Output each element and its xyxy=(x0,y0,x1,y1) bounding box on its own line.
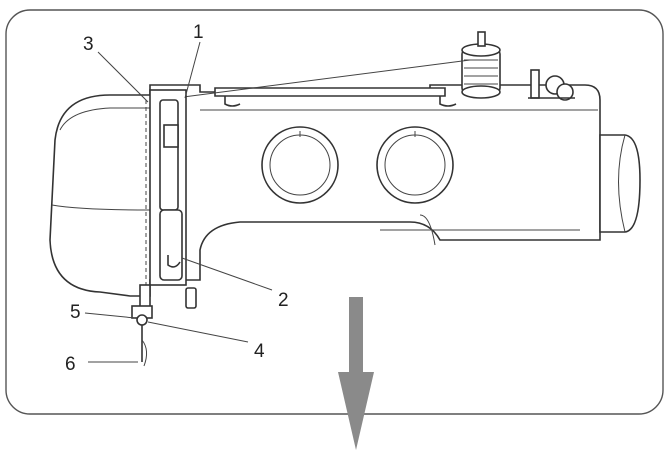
check-spring-hook xyxy=(167,255,181,268)
needle-area xyxy=(131,284,197,367)
sewing-machine-body xyxy=(49,84,641,297)
spool-assembly xyxy=(461,31,501,99)
leader-4 xyxy=(147,321,249,343)
hand-wheel-rim xyxy=(618,134,626,233)
spool-pin xyxy=(477,31,486,47)
front-faceplate xyxy=(145,89,187,290)
arrow-head xyxy=(338,372,374,450)
presser-bar-lever xyxy=(185,287,197,309)
lower-slot xyxy=(159,209,183,281)
callout-4: 4 xyxy=(254,341,265,362)
head-lower-edge xyxy=(51,204,151,211)
leader-1 xyxy=(184,41,201,99)
callout-3: 3 xyxy=(83,34,94,55)
guide-bar xyxy=(214,87,446,97)
callout-leaders xyxy=(84,41,273,363)
callout-6: 6 xyxy=(65,354,76,375)
spool-bottom xyxy=(461,85,501,99)
thread-tail xyxy=(141,339,148,367)
tension-disc-box xyxy=(163,124,179,148)
guide-hook-left xyxy=(224,96,241,107)
diagram-frame xyxy=(5,9,664,415)
leader-2 xyxy=(181,257,273,291)
take-up-lever-slot xyxy=(159,99,179,211)
bobbin-winder xyxy=(528,69,575,101)
top-ridge xyxy=(59,107,150,131)
arrow-shaft xyxy=(349,297,363,377)
stitch-dials xyxy=(261,126,454,204)
arrow-down-icon xyxy=(338,297,374,450)
callout-5: 5 xyxy=(70,302,81,323)
leader-3 xyxy=(97,51,149,103)
hand-wheel xyxy=(599,134,641,233)
winder-cap xyxy=(556,83,574,101)
dial-right xyxy=(376,126,454,204)
callout-1: 1 xyxy=(193,22,204,43)
leader-5 xyxy=(84,312,136,319)
winder-post xyxy=(530,69,540,99)
free-arm-curve xyxy=(419,214,436,246)
callout-labels: 1 2 3 4 5 6 xyxy=(65,22,289,375)
needle-bar xyxy=(139,284,151,308)
guide-hook-right xyxy=(439,96,457,107)
callout-2: 2 xyxy=(278,290,289,311)
dial-left xyxy=(261,126,339,204)
thread-path-top xyxy=(159,59,471,101)
clamp-screw xyxy=(136,314,148,326)
